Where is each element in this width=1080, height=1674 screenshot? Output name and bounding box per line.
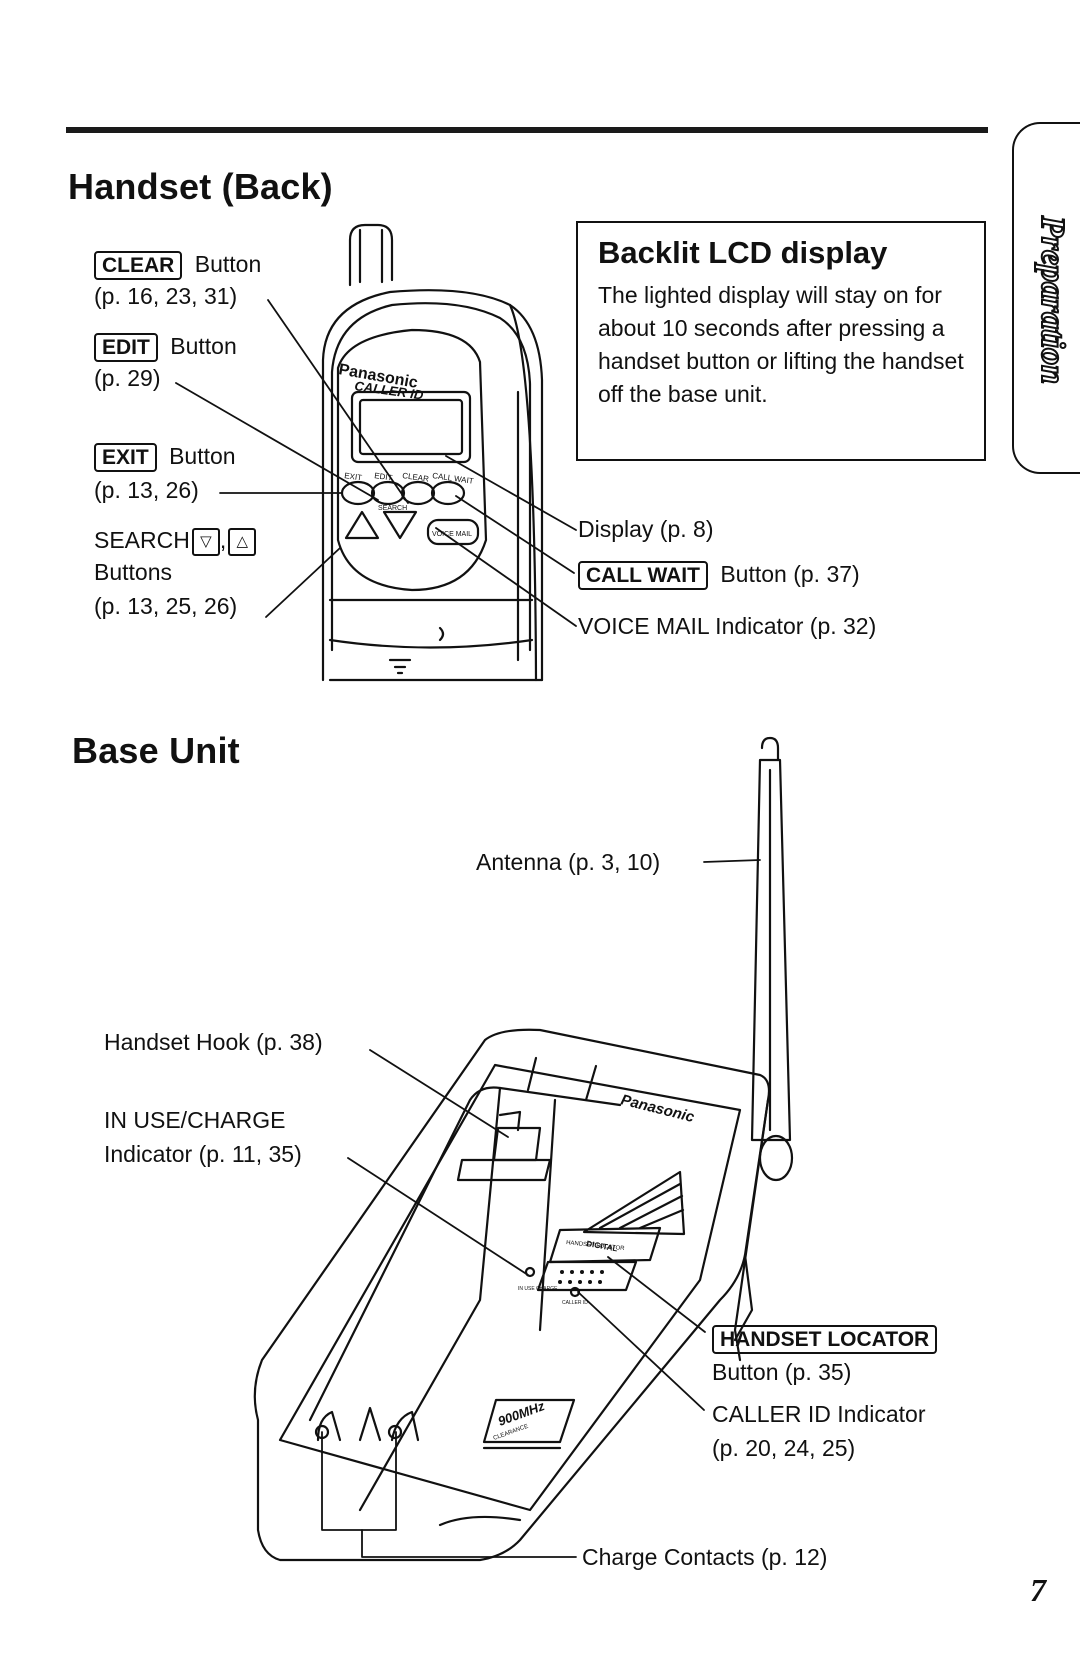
top-rule bbox=[66, 127, 988, 133]
exit-pages: (p. 13, 26) bbox=[94, 477, 199, 503]
page-number: 7 bbox=[1030, 1572, 1046, 1608]
base-section-title: Base Unit bbox=[72, 730, 240, 771]
clear-button-label: CLEAR Button bbox=[94, 248, 261, 281]
handset-locator-label: HANDSET LOCATOR bbox=[712, 1322, 943, 1355]
base-indicator-callerid: CALLER ID bbox=[562, 1300, 588, 1306]
handset-search-text: SEARCH bbox=[378, 505, 407, 512]
voice-mail-label: VOICE MAIL Indicator (p. 32) bbox=[578, 613, 877, 639]
base-band-sub: CLEARANCE bbox=[493, 1424, 530, 1442]
handset-key-exit-text: EXIT bbox=[344, 471, 363, 482]
handset-key-clear-text: CLEAR bbox=[402, 471, 430, 484]
clear-pages: (p. 16, 23, 31) bbox=[94, 283, 238, 309]
handset-section-title: Handset (Back) bbox=[68, 166, 333, 207]
base-band: 900MHz bbox=[496, 1398, 547, 1429]
handset-key-edit-text: EDIT bbox=[374, 471, 393, 482]
edit-key: EDIT bbox=[94, 333, 158, 362]
clear-suffix: Button bbox=[188, 251, 262, 277]
handset-locator-key: HANDSET LOCATOR bbox=[712, 1325, 938, 1354]
lcd-callout-box: Backlit LCD display The lighted display … bbox=[576, 221, 986, 461]
base-drawing bbox=[253, 736, 794, 1562]
edit-button-label: EDIT Button bbox=[94, 330, 237, 363]
caller-id-label-line1: CALLER ID Indicator bbox=[712, 1401, 926, 1427]
search-sep: , bbox=[219, 527, 227, 553]
search-buttons-label: SEARCH▽,△ bbox=[94, 524, 257, 557]
search-down-icon: ▽ bbox=[191, 527, 220, 556]
base-leaders bbox=[321, 859, 761, 1558]
in-use-label-line1: IN USE/CHARGE bbox=[104, 1107, 286, 1133]
clear-key: CLEAR bbox=[94, 251, 183, 280]
section-tab: Preparation bbox=[1012, 122, 1080, 474]
handset-hook-label: Handset Hook (p. 38) bbox=[104, 1029, 323, 1055]
search-text: SEARCH bbox=[94, 527, 190, 553]
caller-id-label-line2: (p. 20, 24, 25) bbox=[712, 1435, 856, 1461]
call-wait-label: CALL WAIT Button (p. 37) bbox=[578, 558, 860, 591]
handset-drawing bbox=[321, 223, 544, 682]
base-indicator-inuse: IN USE CHARGE bbox=[518, 1286, 558, 1292]
base-brand: Panasonic bbox=[619, 1091, 697, 1126]
edit-suffix: Button bbox=[163, 333, 237, 359]
edit-pages: (p. 29) bbox=[94, 365, 161, 391]
callout-body: The lighted display will stay on for abo… bbox=[598, 282, 964, 407]
exit-suffix: Button bbox=[162, 443, 236, 469]
handset-leaders bbox=[175, 299, 577, 627]
handset-voicemail-text: VOICE MAIL bbox=[432, 531, 472, 538]
search-line2: Buttons bbox=[94, 559, 172, 585]
display-label: Display (p. 8) bbox=[578, 516, 714, 542]
handset-locator-line2: Button (p. 35) bbox=[712, 1359, 852, 1385]
in-use-label-line2: Indicator (p. 11, 35) bbox=[104, 1141, 302, 1167]
exit-key: EXIT bbox=[94, 443, 157, 472]
call-wait-key: CALL WAIT bbox=[578, 561, 708, 590]
charge-contacts-label: Charge Contacts (p. 12) bbox=[582, 1544, 828, 1570]
callout-title: Backlit LCD display bbox=[598, 235, 888, 270]
exit-button-label: EXIT Button bbox=[94, 440, 236, 473]
search-up-icon: △ bbox=[228, 527, 257, 556]
call-wait-suffix: Button (p. 37) bbox=[713, 561, 860, 587]
search-pages: (p. 13, 25, 26) bbox=[94, 593, 238, 619]
antenna-label: Antenna (p. 3, 10) bbox=[476, 849, 661, 875]
